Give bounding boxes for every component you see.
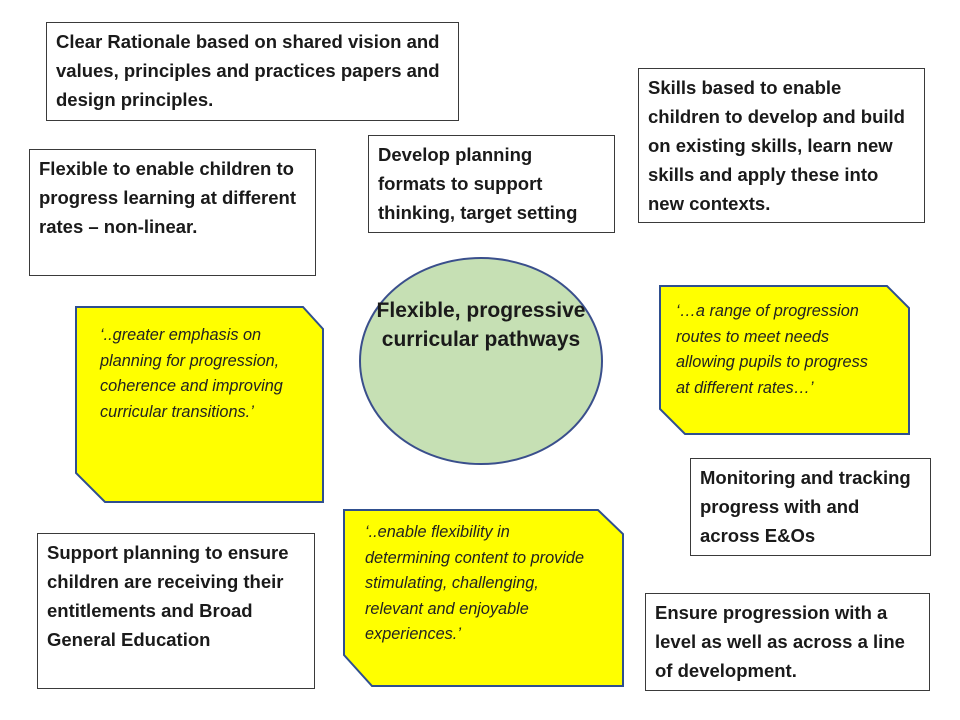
skills-box: Skills based to enable children to devel… xyxy=(638,68,925,223)
quote-emphasis-text: ‘..greater emphasis on planning for prog… xyxy=(100,326,283,421)
note-shape xyxy=(75,306,324,503)
central-title: Flexible, progressive curricular pathway… xyxy=(376,299,586,351)
monitoring-box: Monitoring and tracking progress with an… xyxy=(690,458,931,556)
quote-note-emphasis: ‘..greater emphasis on planning for prog… xyxy=(74,305,326,504)
central-ellipse xyxy=(359,257,603,465)
rationale-box: Clear Rationale based on shared vision a… xyxy=(46,22,459,121)
quote-note-enable: ‘..enable flexibility in determining con… xyxy=(342,508,625,688)
note-shape xyxy=(343,509,624,687)
note-shape xyxy=(659,285,910,435)
planning-formats-box: Develop planning formats to support thin… xyxy=(368,135,615,233)
quote-enable-text: ‘..enable flexibility in determining con… xyxy=(365,523,585,643)
quote-range-text: ‘…a range of progression routes to meet … xyxy=(676,302,868,397)
support-planning-box: Support planning to ensure children are … xyxy=(37,533,315,689)
ensure-progression-box: Ensure progression with a level as well … xyxy=(645,593,930,691)
flexible-box: Flexible to enable children to progress … xyxy=(29,149,316,276)
central-concept: Flexible, progressive curricular pathway… xyxy=(358,256,604,466)
quote-note-range: ‘…a range of progression routes to meet … xyxy=(658,284,911,436)
